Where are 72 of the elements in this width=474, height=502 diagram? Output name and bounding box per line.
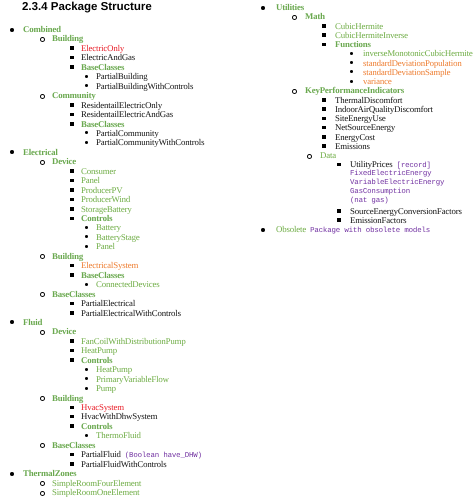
package-item: variance xyxy=(363,76,392,86)
package-item: Controls xyxy=(81,420,112,431)
package-item: Functions xyxy=(335,39,371,49)
package-item: Device xyxy=(52,156,76,166)
package-item: BaseClasses xyxy=(52,288,96,299)
package-item: SimpleRoomOneElement xyxy=(52,487,140,498)
package-item: Electrical xyxy=(23,146,58,157)
package-item: ElectricOnly xyxy=(81,42,124,53)
package-item: Controls xyxy=(81,354,112,365)
package-item: SourceEnergyConversionFactors xyxy=(350,206,462,216)
package-item: Building xyxy=(52,250,84,261)
package-item: Controls xyxy=(81,213,112,223)
package-item: Fluid xyxy=(23,316,42,327)
package-item: EnergyCost xyxy=(335,132,375,142)
package-item: ProducerWind xyxy=(81,194,130,204)
package-item: PartialCommunityWithControls xyxy=(96,137,204,148)
package-item: ProducerPV xyxy=(81,184,123,195)
package-item: ThermalDiscomfort xyxy=(335,94,402,104)
package-item: PrimaryVariableFlow xyxy=(96,374,169,384)
package-item: FanCoilWithDistributionPump xyxy=(81,336,186,346)
package-item: ConnectedDevices xyxy=(96,279,160,290)
package-item: standardDeviationSample xyxy=(363,66,450,77)
package-item: inverseMonotonicCubicHermite xyxy=(363,48,473,58)
package-item: BatteryStage xyxy=(96,232,140,242)
package-item: PartialBuildingWithControls xyxy=(96,80,194,91)
package-item: PartialFluidWithControls xyxy=(81,458,166,469)
package-item: Data xyxy=(320,150,336,160)
package-item: Consumer xyxy=(81,166,116,176)
package-item: HvacWithDhwSystem xyxy=(81,411,158,422)
package-item: HvacSystem xyxy=(81,402,124,412)
package-item: ThermoFluid xyxy=(96,430,141,440)
package-item: Building xyxy=(52,33,84,44)
package-item: CubicHermite xyxy=(335,20,384,30)
package-item: IndoorAirQualityDiscomfort xyxy=(335,104,433,114)
package-item: Utilities xyxy=(276,2,304,12)
package-item: Device xyxy=(52,326,76,336)
package-item: EmissionFactors xyxy=(350,214,406,225)
package-item: KeyPerformanceIndicators xyxy=(305,85,404,96)
package-item: Combined xyxy=(23,24,61,34)
package-item: PartialFluid xyxy=(81,449,121,460)
package-item: Battery xyxy=(96,222,121,232)
package-item: ThermalZones xyxy=(23,468,76,478)
package-item: ElectricalSystem xyxy=(81,260,138,270)
package-item: HeatPump xyxy=(81,345,117,356)
package-item: Building xyxy=(52,392,84,403)
package-item: CubicHermiteInverse xyxy=(335,30,408,40)
package-item: Emissions xyxy=(335,140,370,151)
package-item: HeatPump xyxy=(96,364,132,374)
package-item: PartialElectricalWithControls xyxy=(81,308,181,318)
section-heading: 2.3.4 Package Structure xyxy=(22,1,152,13)
package-item: BaseClasses xyxy=(52,440,96,450)
package-item: SimpleRoomFourElement xyxy=(52,478,142,488)
package-item: standardDeviationPopulation xyxy=(363,58,462,68)
package-item: Pump xyxy=(96,383,116,394)
package-item: BaseClasses xyxy=(81,118,124,128)
package-item: BaseClasses xyxy=(81,270,124,280)
package-item: UtilityPrices xyxy=(350,159,393,170)
package-item: PartialBuilding xyxy=(96,71,148,82)
package-item: ElectricAndGas xyxy=(81,52,136,62)
package-item: ResidentailElectricOnly xyxy=(81,100,162,110)
package-item: PartialElectrical xyxy=(81,298,136,308)
package-item: Panel xyxy=(96,241,115,252)
package-item: Panel xyxy=(81,175,100,186)
package-item: PartialCommunity xyxy=(96,128,159,138)
package-item: SiteEnergyUse xyxy=(335,113,386,123)
package-item: ResidentailElectricAndGas xyxy=(81,109,174,120)
package-item: StorageBattery xyxy=(81,204,132,214)
package-item: Community xyxy=(52,90,96,100)
package-item: BaseClasses xyxy=(81,62,124,72)
package-item: NetSourceEnergy xyxy=(335,122,396,132)
package-item: Obsolete xyxy=(276,224,306,234)
package-item: Math xyxy=(305,11,325,22)
